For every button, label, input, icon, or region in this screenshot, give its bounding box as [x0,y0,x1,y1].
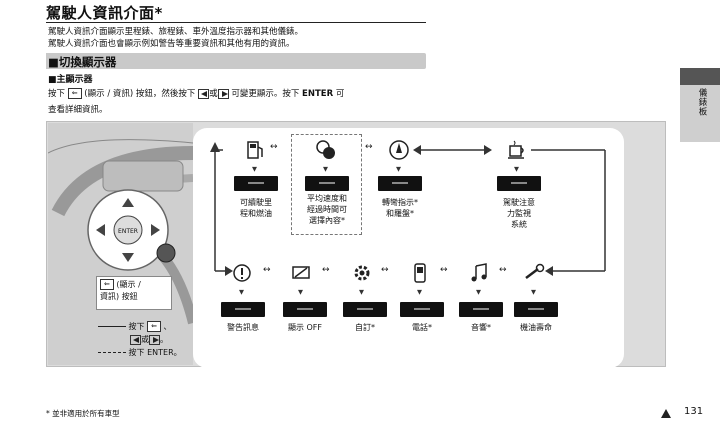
compass-label: 轉彎指示*和羅盤* [382,198,418,218]
customize-screen [343,302,387,317]
down-arrow: ▼ [531,288,536,296]
down-arrow: ▼ [417,288,422,296]
left-arrow-key-icon [130,334,141,345]
down-arrow: ▼ [514,165,519,173]
selectable-content-box [291,134,362,235]
down-arrow: ▼ [396,165,401,173]
oil-life-screen [514,302,558,317]
down-arrow: ▼ [323,165,328,173]
intro-line-1: 駕駛人資訊介面顯示里程錶、旅程錶、車外溫度指示器和其他儀錶。 [48,27,304,37]
callout-line-2: 資訊) 按鈕 [100,292,138,301]
right-arrow-key-icon [149,334,160,345]
instruction-text: 按下 ⇐ (顯示 / 資訊) 按鈕，然後按下 或 可變更顯示。按下 ENTER … [48,86,428,118]
cycle-arrow: ↔ [381,265,389,275]
intro-text: 駕駛人資訊介面顯示里程錶、旅程錶、車外溫度指示器和其他儀錶。 駕駛人資訊介面也會… [48,26,303,50]
dashed-arrow-icon [98,352,126,353]
avg-speed-label: 平均速度和經過時間可選擇內容* [307,194,347,225]
down-arrow: ▼ [359,288,364,296]
side-tab-label: 儀錶板 [697,88,707,117]
phone-icon [410,262,430,284]
warning-info-icon [232,262,252,284]
instr-part-d: 可 [335,89,345,99]
steering-wheel-illustration: ENTER [48,123,193,365]
range-fuel-label: 可續駛里程和燃油 [240,198,272,218]
svg-text:ENTER: ENTER [118,228,138,235]
display-info-button-callout: ⇐ (顯示 / 資訊) 按鈕 [96,276,172,310]
display-info-key-icon: ⇐ [67,88,82,99]
compass-screen [378,176,422,191]
wrench-icon [523,262,545,284]
warning-screen [221,302,265,317]
average-speed-icon [315,139,335,161]
instr-enter: ENTER [302,89,334,99]
left-arrow-key-icon [198,88,210,99]
cycle-arrow: ↔ [365,142,373,152]
legend-solid: 按下 ⇐ 、 [98,320,182,333]
audio-label: 音響* [471,323,491,332]
down-arrow: ▼ [298,288,303,296]
steering-wheel-drawing: ENTER [48,139,193,325]
page-corner-icon [660,407,672,422]
cycle-arrow: ↔ [263,265,271,275]
cycle-loop-lines [210,142,606,276]
music-note-icon [470,262,490,284]
display-off-label: 顯示 OFF [287,323,323,332]
customize-label: 自訂* [355,323,375,332]
side-tab-marker [680,68,720,85]
page-title: 駕駛人資訊介面* [46,4,163,22]
compass-icon [388,139,409,161]
instr-part-c: 可變更顯示。按下 [231,89,300,99]
phone-label: 電話* [412,323,432,332]
sub-heading: ■主顯示器 [48,75,93,85]
legend-dashed: 按下 ENTER。 [98,346,182,359]
oil-life-label: 機油壽命 [520,323,552,332]
attention-monitor-label: 駕駛注意力監視系統 [503,198,535,229]
avg-speed-screen [305,176,349,191]
display-off-screen [283,302,327,317]
display-off-icon [291,262,311,284]
footnote: * 並非適用於所有車型 [46,409,120,418]
instr-line-2: 查看詳細資訊。 [48,105,108,115]
down-arrow: ▼ [476,288,481,296]
instr-part-b: (顯示 / 資訊) 按鈕，然後按下 [84,89,196,99]
intro-line-2: 駕駛人資訊介面也會顯示例如警告等重要資訊和其他有用的資訊。 [48,39,295,49]
instr-or: 或 [209,89,218,99]
cycle-arrow: ↔ [270,142,278,152]
section-title: ■切換顯示器 [48,55,117,69]
display-info-key-icon: ⇐ [147,321,161,332]
solid-arrow-icon [98,326,126,327]
coffee-cup-icon [506,139,526,161]
cycle-arrow: ↔ [440,265,448,275]
down-arrow: ▼ [239,288,244,296]
instr-press: 按下 [48,89,66,99]
down-arrow: ▼ [252,165,257,173]
page-number: 131 [684,406,704,417]
gear-settings-icon [352,262,372,284]
title-divider [46,22,426,23]
phone-screen [400,302,444,317]
right-arrow-key-icon [217,88,229,99]
cycle-arrow: ↔ [499,265,507,275]
display-info-key-icon: ⇐ [100,279,114,290]
warning-label: 警告訊息 [227,323,259,332]
display-cycle-diagram [193,128,624,368]
callout-line-1: (顯示 / [116,280,141,289]
legend-arrow-keys: 或。 [98,333,182,346]
range-fuel-screen [234,176,278,191]
arrow-legend: 按下 ⇐ 、 或。 按下 ENTER。 [98,320,182,359]
attention-monitor-screen [497,176,541,191]
cycle-arrow: ↔ [322,265,330,275]
audio-screen [459,302,503,317]
fuel-pump-icon [245,139,265,161]
section-bar [46,53,426,69]
